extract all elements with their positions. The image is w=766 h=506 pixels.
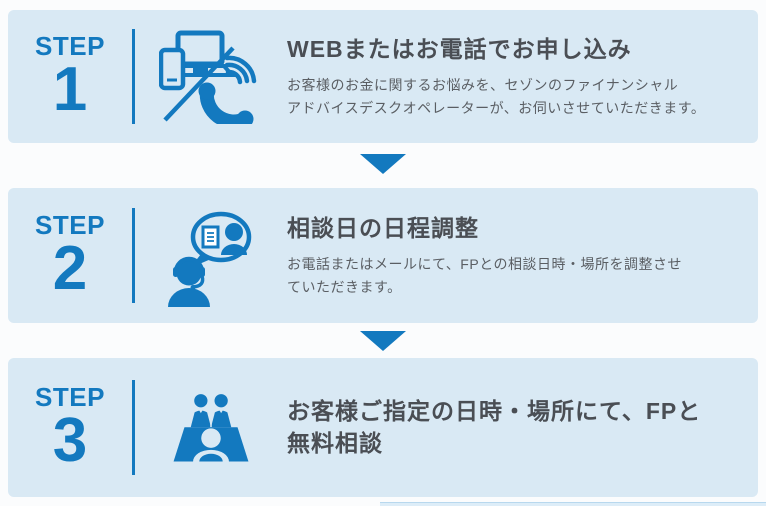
step-2-description: お電話またはメールにて、FPとの相談日時・場所を調整させ ていただきます。	[287, 256, 683, 295]
step-1-title: WEBまたはお電話でお申し込み	[287, 36, 632, 63]
step-number: 3	[52, 406, 88, 476]
step-2-indicator: STEP 2	[8, 212, 132, 299]
arrow-down-icon	[360, 331, 406, 351]
vertical-divider	[132, 208, 135, 303]
step-label: STEP	[35, 31, 105, 62]
meeting-table-icon	[172, 391, 250, 465]
arrow-down-icon	[360, 154, 406, 174]
step-3-title: お客様ご指定の日時・場所にて、FPと 無料相談	[287, 398, 702, 456]
step-label: STEP	[35, 210, 105, 241]
step-2-band: STEP 2	[8, 188, 758, 323]
next-section-partial	[380, 502, 766, 506]
step-3-indicator: STEP 3	[8, 384, 132, 471]
vertical-divider	[132, 29, 135, 124]
operator-chat-icon	[157, 204, 265, 307]
devices-and-phone-icon	[159, 29, 263, 124]
vertical-divider	[132, 380, 135, 475]
step-number: 2	[52, 234, 88, 304]
step-1-indicator: STEP 1	[8, 33, 132, 120]
step-1-description: お客様のお金に関するお悩みを、セゾンのファイナンシャル アドバイスデスクオペレー…	[287, 77, 706, 116]
step-number: 1	[52, 55, 88, 125]
step-1-band: STEP 1	[8, 10, 758, 143]
step-label: STEP	[35, 382, 105, 413]
step-2-title: 相談日の日程調整	[287, 215, 479, 242]
step-3-band: STEP 3	[8, 358, 758, 497]
